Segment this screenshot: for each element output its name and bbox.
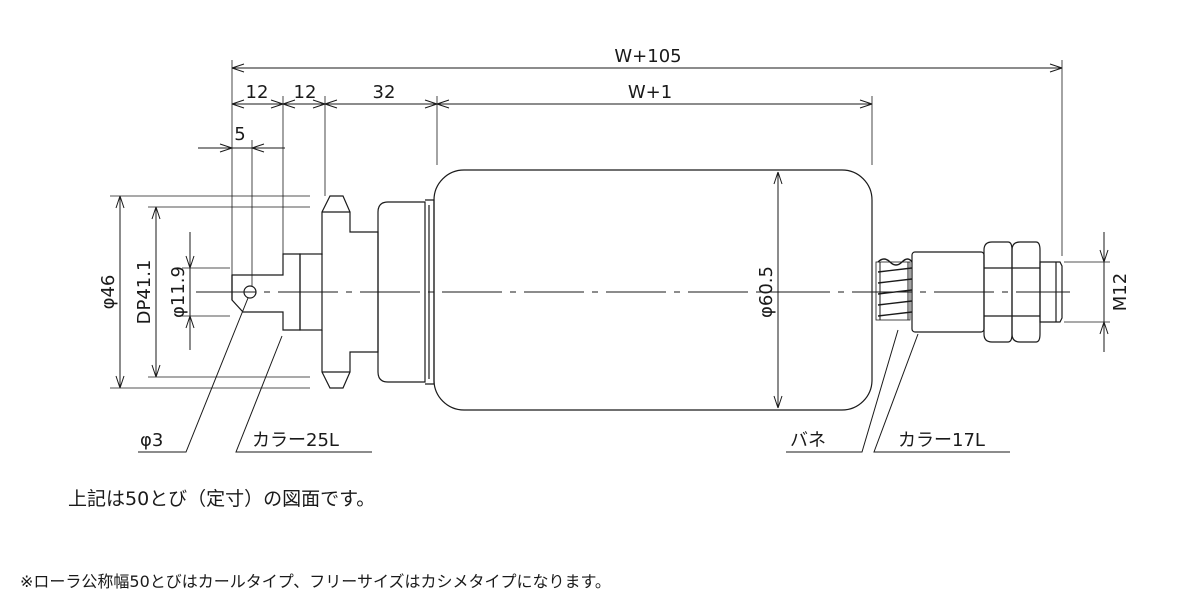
spring <box>875 258 913 321</box>
dim-pin-offset: 5 <box>234 124 245 145</box>
label-left-collar: カラー25L <box>252 430 339 451</box>
dim-thread-size: M12 <box>1110 273 1131 311</box>
extension-lines <box>110 60 1110 389</box>
dim-segment-3: 32 <box>373 82 396 103</box>
dim-overall-length: W+105 <box>614 46 681 67</box>
threaded-end <box>1039 261 1063 323</box>
label-pin-hole: φ3 <box>140 430 163 451</box>
left-shaft <box>231 253 301 331</box>
roller-body <box>433 169 873 411</box>
label-right-collar: カラー17L <box>898 430 985 451</box>
drawing-note: 上記は50とび（定寸）の図面です。 <box>68 488 376 510</box>
dim-segment-2: 12 <box>294 82 317 103</box>
dim-body-length: W+1 <box>628 82 672 103</box>
dimension-lines <box>115 63 1109 409</box>
dim-segment-1: 12 <box>246 82 269 103</box>
dim-flange-diameter: φ46 <box>98 275 119 310</box>
dim-bearing-diameter: DP41.1 <box>134 260 155 325</box>
pin-hole <box>243 285 257 299</box>
hex-nuts <box>983 241 1041 343</box>
footnote: ※ローラ公称幅50とびはカールタイプ、フリーサイズはカシメタイプになります。 <box>20 572 611 591</box>
dim-collar-diameter: φ11.9 <box>168 266 189 318</box>
label-spring: バネ <box>790 430 826 451</box>
dim-roller-diameter: φ60.5 <box>756 266 777 318</box>
leader-lines <box>138 297 1010 453</box>
